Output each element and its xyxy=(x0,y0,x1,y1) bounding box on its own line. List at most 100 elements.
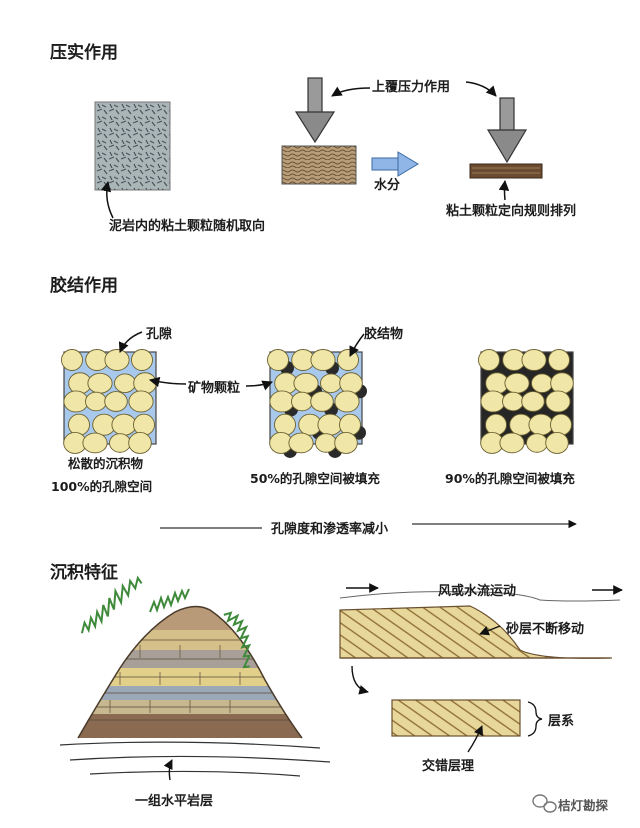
loose-sediment-box xyxy=(61,349,157,454)
caption-mostly-filled: 90%的孔隙空间被填充 xyxy=(445,471,575,486)
mineral-grain xyxy=(337,349,359,371)
label-pore: 孔隙 xyxy=(146,327,173,342)
mineral-grain xyxy=(133,413,155,436)
mineral-grain xyxy=(528,413,554,436)
mineral-grain xyxy=(317,413,343,436)
label-mineral-grain: 矿物颗粒 xyxy=(188,381,241,396)
mineral-grain xyxy=(548,349,570,371)
mineral-grain xyxy=(61,349,83,371)
pointer-pressure-left xyxy=(331,86,371,97)
grass-left xyxy=(80,575,143,634)
label-cross-bedding: 交错层理 xyxy=(422,759,475,774)
cross-bedding-block xyxy=(391,699,521,737)
label-random-clay: 泥岩内的粘土颗粒随机取向 xyxy=(109,219,266,234)
wechat-icon xyxy=(532,794,557,813)
mineral-grain xyxy=(109,433,131,453)
label-trend: 孔隙度和渗透率减小 xyxy=(271,522,389,537)
mineral-grain xyxy=(334,432,358,454)
mineral-grain xyxy=(478,349,500,371)
mineral-grain xyxy=(485,413,507,436)
mineral-grain xyxy=(339,372,363,395)
caption-loose-line1: 松散的沉积物 xyxy=(68,456,144,471)
label-wind-water-flow: 风或水流运动 xyxy=(438,584,517,599)
mineral-grain xyxy=(274,413,296,436)
mineral-grain xyxy=(291,391,313,412)
mineral-grain xyxy=(545,432,569,454)
grass-top xyxy=(149,588,190,613)
mineral-grain xyxy=(128,390,154,413)
mineral-grain xyxy=(85,391,107,412)
mineral-grain xyxy=(480,390,506,413)
label-layer-set: 层系 xyxy=(548,714,575,729)
section-title-cementation: 胶结作用 xyxy=(50,276,118,296)
layers-bracket xyxy=(527,701,543,737)
pointer-curve-down xyxy=(351,665,369,695)
flow-line xyxy=(339,591,621,602)
mineral-grain xyxy=(499,432,525,454)
pointer-sand xyxy=(479,625,501,636)
mineral-grain xyxy=(521,349,547,371)
label-water: 水分 xyxy=(374,178,401,193)
mineral-grain xyxy=(550,372,574,395)
horizontal-strata-hill xyxy=(78,606,302,738)
watermark-text: 桔灯勘探 xyxy=(558,798,609,813)
mineral-grain xyxy=(104,391,128,412)
mineral-grain xyxy=(320,373,342,393)
pointer-cement xyxy=(349,333,365,357)
mineral-grain xyxy=(131,349,153,371)
label-overburden-pressure: 上覆压力作用 xyxy=(372,80,451,95)
pointer-grain-right xyxy=(245,380,273,391)
mineral-grain xyxy=(111,413,137,436)
pointer-pressure-right xyxy=(465,81,497,97)
mineral-grain xyxy=(315,433,337,453)
pressure-arrow-right xyxy=(486,97,528,164)
label-horizontal-strata: 一组水平岩层 xyxy=(135,794,214,809)
section-title-compaction: 压实作用 xyxy=(50,43,118,63)
label-oriented-clay: 粘土颗粒定向规则排列 xyxy=(446,204,577,219)
mineral-grain xyxy=(310,391,334,412)
mineral-grain xyxy=(550,413,572,436)
mineral-grain xyxy=(133,372,157,395)
mineral-grain xyxy=(310,349,336,371)
mineral-grain xyxy=(531,373,553,393)
mineral-grain xyxy=(545,390,571,413)
mineral-grain xyxy=(339,413,361,436)
mineral-grain xyxy=(288,432,314,454)
pointer-horizontal xyxy=(163,759,173,781)
mineral-grain xyxy=(521,391,545,412)
compacting-sediment-block xyxy=(281,145,357,185)
pointer-pore xyxy=(118,331,143,353)
pressure-arrow-left xyxy=(294,77,336,144)
section-title-features: 沉积特征 xyxy=(50,563,118,583)
caption-loose-line2: 100%的孔隙空间 xyxy=(51,479,153,494)
water-arrow-icon xyxy=(371,151,419,177)
mineral-grain xyxy=(504,372,530,394)
mostly-cemented-box xyxy=(478,349,574,454)
pointer-oriented xyxy=(498,179,510,201)
mineral-grain xyxy=(87,372,113,394)
pointer-cross xyxy=(467,725,484,753)
mineral-grain xyxy=(128,432,152,454)
label-sand-moving: 砂层不断移动 xyxy=(506,622,585,637)
caption-half-filled: 50%的孔隙空间被填充 xyxy=(250,471,380,486)
mineral-grain xyxy=(104,349,130,371)
mineral-grain xyxy=(526,433,548,453)
half-cemented-box xyxy=(267,349,367,458)
grass-right xyxy=(223,611,252,669)
hill-outline xyxy=(77,605,303,739)
mineral-grain xyxy=(334,390,360,413)
ground-lines xyxy=(59,741,331,777)
pointer-grain-left xyxy=(148,376,187,388)
mineral-grain xyxy=(114,373,136,393)
oriented-clay-block xyxy=(469,163,543,179)
mineral-grain xyxy=(293,372,319,394)
mineral-grain xyxy=(68,413,90,436)
random-clay-square xyxy=(94,101,171,191)
pointer-random xyxy=(100,180,114,219)
mineral-grain xyxy=(269,390,295,413)
label-cement: 胶结物 xyxy=(364,327,404,342)
mineral-grain xyxy=(82,432,108,454)
mineral-grain xyxy=(267,349,289,371)
mineral-grain xyxy=(502,391,524,412)
